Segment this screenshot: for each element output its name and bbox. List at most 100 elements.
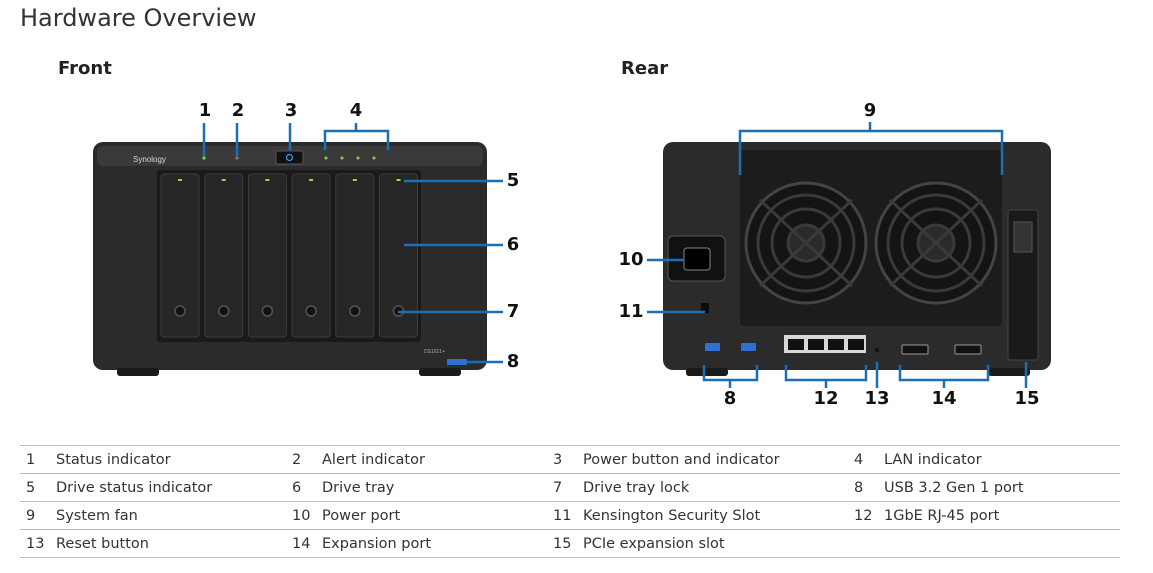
front-callout-lines: [202, 123, 503, 364]
hardware-diagram: Synology DS1621+: [93, 122, 1051, 388]
legend-label: Kensington Security Slot: [583, 507, 761, 524]
lan-led-3: [356, 156, 360, 160]
front-foot-left: [117, 368, 159, 376]
system-fan-right: [874, 181, 998, 305]
callout-12: 12: [813, 388, 839, 409]
drive-tray-lock: [261, 305, 274, 317]
legend-number: 1: [26, 451, 36, 468]
legend-number: 15: [553, 535, 572, 552]
legend-number: 6: [292, 479, 302, 496]
legend-table: 1 Status indicator 2 Alert indicator 3 Powe…: [20, 445, 1120, 558]
power-button: [275, 150, 304, 165]
legend-label: PCIe expansion slot: [583, 535, 725, 552]
drive-tray: [379, 173, 418, 338]
expansion-port-1: [901, 344, 929, 355]
callout-3: 3: [284, 100, 298, 121]
drive-status-led: [221, 179, 226, 181]
drive-tray: [291, 173, 331, 338]
legend-label: Alert indicator: [322, 451, 425, 468]
system-fan-left: [744, 181, 868, 305]
legend-number: 8: [854, 479, 864, 496]
rear-callout-lines: [647, 122, 1028, 388]
page-title: Hardware Overview: [20, 4, 257, 32]
callout-10: 10: [618, 249, 644, 270]
status-led: [202, 156, 206, 160]
rj45-ports: [784, 335, 866, 353]
expansion-port-2: [954, 344, 982, 355]
legend-number: 7: [553, 479, 563, 496]
drive-status-led: [352, 179, 357, 181]
callout-11: 11: [618, 301, 644, 322]
model-label: DS1621+: [424, 349, 445, 355]
callout-5: 5: [506, 170, 520, 191]
legend-label: USB 3.2 Gen 1 port: [884, 479, 1024, 496]
rear-view: [663, 142, 1051, 376]
legend-row: 5 Drive status indicator 6 Drive tray 7 Dri…: [20, 473, 1120, 502]
legend-label: LAN indicator: [884, 451, 982, 468]
legend-number: 9: [26, 507, 36, 524]
callout-6: 6: [506, 234, 520, 255]
drive-tray-lock: [174, 305, 186, 317]
front-section-label: Front: [58, 58, 112, 79]
callout-8-rear: 8: [723, 388, 737, 409]
legend-number: 10: [292, 507, 311, 524]
lan-led-4: [372, 156, 376, 160]
lan-led-1: [324, 156, 328, 160]
rear-foot-left: [686, 368, 728, 376]
legend-label: [884, 530, 1120, 558]
power-led: [285, 153, 294, 162]
reset-button: [875, 348, 879, 352]
legend-label: Power button and indicator: [583, 451, 780, 468]
legend-label: Expansion port: [322, 535, 431, 552]
callout-9: 9: [863, 100, 877, 121]
callout-15: 15: [1014, 388, 1040, 409]
kensington-slot: [701, 303, 709, 313]
brand-logo: Synology: [133, 155, 166, 164]
callout-7: 7: [506, 301, 520, 322]
legend-number: 2: [292, 451, 302, 468]
drive-tray-lock: [305, 305, 317, 317]
legend-number: 13: [26, 535, 45, 552]
legend-label: Status indicator: [56, 451, 171, 468]
drive-tray: [160, 173, 200, 338]
callout-13: 13: [864, 388, 890, 409]
drive-tray-lock: [349, 305, 361, 317]
legend-label: 1GbE RJ-45 port: [884, 507, 1000, 524]
front-view: Synology DS1621+: [93, 142, 487, 376]
drive-status-led: [265, 179, 270, 181]
drive-tray: [204, 173, 244, 338]
callout-14: 14: [931, 388, 957, 409]
legend-number: 11: [553, 507, 572, 524]
drive-tray: [247, 173, 287, 338]
drive-status-led: [178, 179, 182, 181]
legend-label: Drive status indicator: [56, 479, 213, 496]
legend-number: 3: [553, 451, 563, 468]
rear-usb-port-1: [705, 343, 720, 351]
legend-number: 4: [854, 451, 864, 468]
legend-label: Drive tray lock: [583, 479, 690, 496]
front-foot-right: [419, 368, 461, 376]
legend-row: 1 Status indicator 2 Alert indicator 3 Powe…: [20, 445, 1120, 474]
drive-tray-lock: [217, 305, 230, 317]
rear-foot-right: [988, 368, 1030, 376]
drive-status-led: [396, 179, 401, 181]
callout-4: 4: [349, 100, 363, 121]
drive-trays: [160, 173, 418, 338]
alert-led: [235, 156, 239, 160]
legend-label: Reset button: [56, 535, 149, 552]
rear-usb-port-2: [741, 343, 756, 351]
callout-2: 2: [231, 100, 245, 121]
rear-section-label: Rear: [621, 58, 669, 79]
legend-number: [848, 530, 884, 558]
legend-number: 12: [854, 507, 873, 524]
legend-label: System fan: [56, 507, 138, 524]
legend-label: Drive tray: [322, 479, 395, 496]
lan-led-2: [340, 156, 344, 160]
drive-status-led: [309, 179, 314, 181]
legend-number: 5: [26, 479, 36, 496]
front-usb-port: [447, 359, 467, 365]
callout-1: 1: [198, 100, 212, 121]
callout-8-front: 8: [506, 351, 520, 372]
